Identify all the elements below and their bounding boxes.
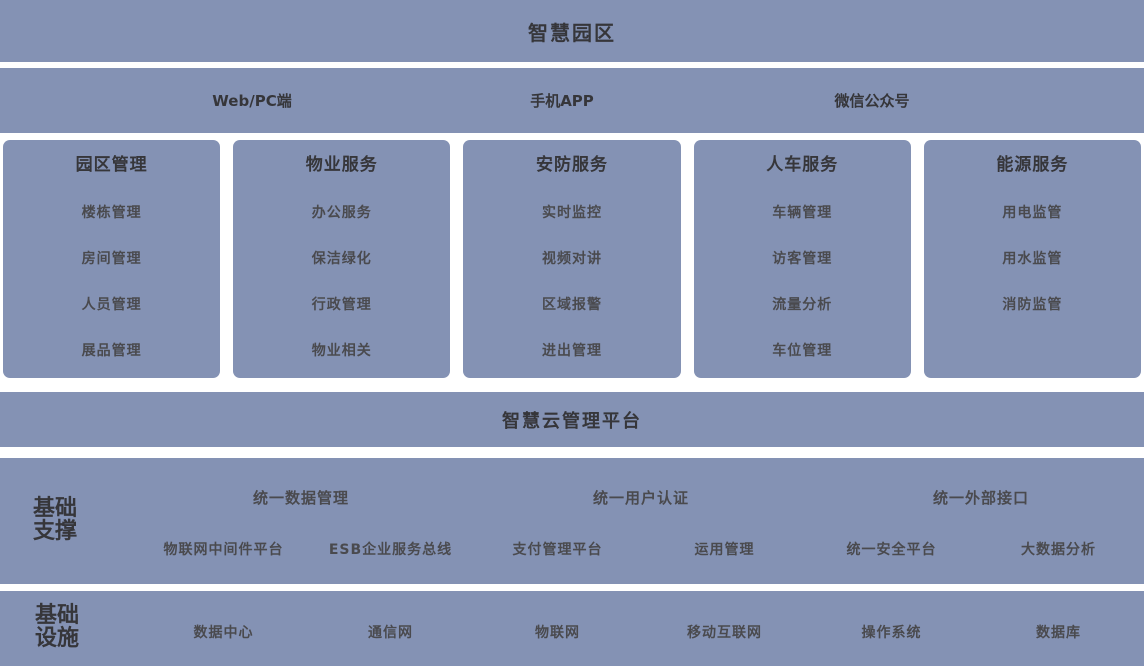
column-title: 能源服务 bbox=[996, 155, 1069, 175]
page-title: 智慧园区 bbox=[528, 20, 616, 45]
service-item: 物业相关 bbox=[311, 343, 372, 359]
support-item: 支付管理平台 bbox=[512, 542, 603, 558]
support-item: 统一安全平台 bbox=[846, 542, 937, 558]
service-item: 房间管理 bbox=[81, 251, 142, 267]
column-people-vehicle-service: 人车服务 车辆管理 访客管理 流量分析 车位管理 bbox=[693, 140, 911, 378]
support-item: 大数据分析 bbox=[1021, 542, 1096, 558]
column-title: 物业服务 bbox=[305, 155, 378, 175]
column-items: 楼栋管理 房间管理 人员管理 展品管理 bbox=[3, 189, 220, 373]
service-item: 访客管理 bbox=[772, 251, 833, 267]
support-row-2: 物联网中间件平台 ESB企业服务总线 支付管理平台 运用管理 统一安全平台 大数… bbox=[140, 539, 1142, 559]
service-item: 行政管理 bbox=[311, 297, 372, 313]
support-item: 统一数据管理 bbox=[252, 489, 349, 507]
column-security-service: 安防服务 实时监控 视频对讲 区域报警 进出管理 bbox=[463, 140, 681, 378]
service-item: 楼栋管理 bbox=[81, 205, 142, 221]
column-items: 车辆管理 访客管理 流量分析 车位管理 bbox=[694, 189, 911, 373]
support-item: 物联网中间件平台 bbox=[163, 542, 284, 558]
service-item: 车辆管理 bbox=[772, 205, 833, 221]
foundation-support-band: 基础支撑 统一数据管理 统一用户认证 统一外部接口 物联网中间件平台 ESB企业… bbox=[0, 458, 1144, 584]
channel-mobile-app: 手机APP bbox=[530, 92, 594, 110]
service-item: 实时监控 bbox=[542, 205, 602, 221]
service-item: 保洁绿化 bbox=[311, 251, 372, 267]
service-item: 区域报警 bbox=[542, 297, 602, 313]
infrastructure-row: 数据中心 通信网 物联网 移动互联网 操作系统 数据库 bbox=[140, 622, 1142, 642]
column-items: 办公服务 保洁绿化 行政管理 物业相关 bbox=[233, 189, 450, 373]
service-item: 进出管理 bbox=[542, 343, 602, 359]
service-item: 人员管理 bbox=[81, 297, 142, 313]
service-item: 消防监管 bbox=[1002, 297, 1063, 313]
column-energy-service: 能源服务 用电监管 用水监管 消防监管 bbox=[923, 140, 1142, 378]
header-band: 智慧园区 bbox=[0, 0, 1144, 62]
support-item: 统一用户认证 bbox=[592, 489, 689, 507]
infrastructure-item: 物联网 bbox=[535, 625, 580, 641]
service-item: 流量分析 bbox=[772, 297, 833, 313]
infrastructure-band: 基础设施 数据中心 通信网 物联网 移动互联网 操作系统 数据库 bbox=[0, 591, 1144, 666]
column-items: 用电监管 用水监管 消防监管 bbox=[924, 189, 1141, 327]
support-item: 统一外部接口 bbox=[932, 489, 1029, 507]
infrastructure-item: 移动互联网 bbox=[687, 625, 762, 641]
service-item: 视频对讲 bbox=[542, 251, 602, 267]
infrastructure-label: 基础设施 bbox=[35, 603, 80, 651]
service-item: 用水监管 bbox=[1002, 251, 1063, 267]
service-item: 车位管理 bbox=[772, 343, 833, 359]
service-columns: 园区管理 楼栋管理 房间管理 人员管理 展品管理 物业服务 办公服务 保洁绿化 … bbox=[0, 140, 1144, 378]
column-items: 实时监控 视频对讲 区域报警 进出管理 bbox=[463, 189, 680, 373]
support-row-1: 统一数据管理 统一用户认证 统一外部接口 bbox=[131, 487, 1144, 508]
column-title: 人车服务 bbox=[766, 155, 839, 175]
support-item: ESB企业服务总线 bbox=[328, 542, 453, 558]
cloud-platform-band: 智慧云管理平台 bbox=[0, 392, 1144, 447]
access-channels-band: Web/PC端 手机APP 微信公众号 bbox=[0, 68, 1144, 133]
service-item: 用电监管 bbox=[1002, 205, 1063, 221]
service-item: 展品管理 bbox=[81, 343, 142, 359]
infrastructure-item: 数据中心 bbox=[193, 625, 254, 641]
channel-web-pc: Web/PC端 bbox=[212, 92, 292, 110]
column-title: 安防服务 bbox=[536, 155, 608, 175]
infrastructure-item: 通信网 bbox=[368, 625, 413, 641]
infrastructure-item: 数据库 bbox=[1036, 625, 1081, 641]
column-property-service: 物业服务 办公服务 保洁绿化 行政管理 物业相关 bbox=[233, 140, 451, 378]
infrastructure-item: 操作系统 bbox=[861, 625, 922, 641]
channel-wechat: 微信公众号 bbox=[834, 92, 910, 110]
cloud-platform-title: 智慧云管理平台 bbox=[502, 410, 642, 432]
foundation-support-label: 基础支撑 bbox=[33, 496, 78, 544]
service-item: 办公服务 bbox=[311, 205, 372, 221]
column-park-management: 园区管理 楼栋管理 房间管理 人员管理 展品管理 bbox=[3, 140, 221, 378]
column-title: 园区管理 bbox=[75, 155, 148, 175]
support-item: 运用管理 bbox=[694, 542, 755, 558]
